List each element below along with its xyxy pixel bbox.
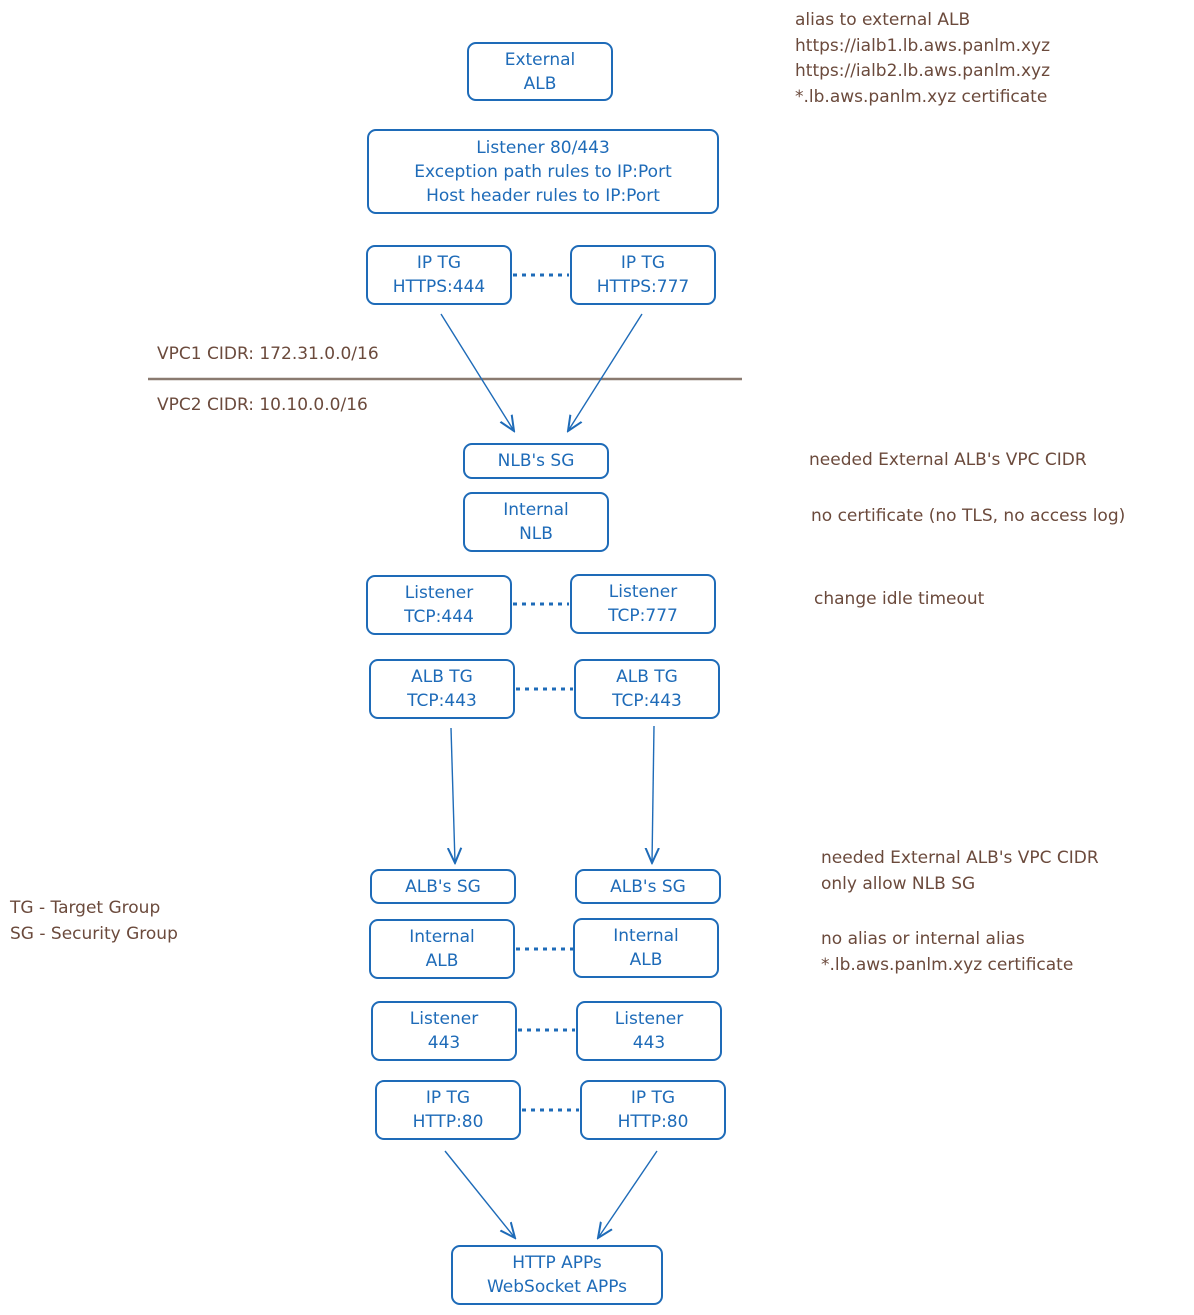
- note-line: *.lb.aws.panlm.xyz certificate: [795, 86, 1048, 107]
- apps-box: HTTP APPs WebSocket APPs: [451, 1245, 663, 1305]
- listener-443-left-box: Listener 443: [371, 1001, 517, 1061]
- box-line: NLB: [519, 524, 553, 544]
- box-line: TCP:443: [612, 691, 682, 711]
- box-line: Listener: [614, 1009, 684, 1029]
- note-line: https://ialb1.lb.aws.panlm.xyz: [795, 35, 1051, 56]
- arrow-left-to-alb-sg: [451, 727, 455, 863]
- box-line: ALB: [523, 73, 557, 94]
- note-line: needed External ALB's VPC CIDR: [821, 848, 1099, 868]
- external-alb-box: External ALB: [467, 42, 613, 101]
- alb-sg-note: needed External ALB's VPC CIDR only allo…: [821, 846, 1099, 897]
- box-line: WebSocket APPs: [486, 1277, 628, 1297]
- box-line: Listener 80/443: [476, 137, 610, 158]
- box-line: Listener: [409, 1009, 479, 1029]
- idle-timeout-note: change idle timeout: [814, 587, 984, 613]
- legend-note: TG - Target Group SG - Security Group: [10, 896, 178, 947]
- arrow-left-to-apps: [444, 1150, 515, 1238]
- box-line: 443: [632, 1033, 666, 1053]
- box-line: IP TG: [416, 253, 462, 273]
- listener-tcp-444-box: Listener TCP:444: [366, 575, 512, 635]
- note-line: only allow NLB SG: [821, 873, 976, 894]
- listener-80-443-box: Listener 80/443 Exception path rules to …: [367, 129, 719, 214]
- alb-tg-tcp-443-right-box: ALB TG TCP:443: [574, 659, 720, 719]
- alb-alias-note: no alias or internal alias *.lb.aws.panl…: [821, 927, 1073, 978]
- internal-nlb-box: Internal NLB: [463, 492, 609, 552]
- note-line: no alias or internal alias: [821, 929, 1025, 949]
- arrow-right-to-alb-sg: [652, 725, 654, 863]
- note-line: needed External ALB's VPC CIDR: [809, 450, 1087, 470]
- box-line: IP TG: [425, 1088, 471, 1108]
- box-line: TCP:444: [404, 607, 474, 627]
- box-line: IP TG: [620, 253, 666, 273]
- box-line: TCP:777: [608, 606, 678, 626]
- note-line: no certificate (no TLS, no access log): [811, 506, 1126, 526]
- note-line: VPC1 CIDR: 172.31.0.0/16: [157, 344, 379, 364]
- box-line: ALB's SG: [405, 876, 481, 897]
- nlb-sg-note: needed External ALB's VPC CIDR: [809, 448, 1087, 474]
- internal-alb-left-box: Internal ALB: [369, 919, 515, 979]
- ip-tg-http-80-right-box: IP TG HTTP:80: [580, 1080, 726, 1140]
- box-line: ALB's SG: [610, 876, 686, 897]
- box-line: HTTP:80: [412, 1112, 484, 1132]
- ip-tg-https-444-box: IP TG HTTPS:444: [366, 245, 512, 305]
- note-line: *.lb.aws.panlm.xyz certificate: [821, 954, 1074, 975]
- box-line: Exception path rules to IP:Port: [414, 161, 672, 182]
- box-line: External: [504, 49, 576, 70]
- box-line: Host header rules to IP:Port: [426, 185, 660, 206]
- box-line: ALB: [629, 950, 663, 970]
- box-line: NLB's SG: [497, 451, 575, 471]
- listener-tcp-777-box: Listener TCP:777: [570, 574, 716, 634]
- box-line: HTTP:80: [617, 1112, 689, 1132]
- arrow-left-to-nlb-sg: [440, 313, 514, 431]
- box-line: HTTPS:777: [596, 277, 690, 297]
- alb-sg-right-box: ALB's SG: [575, 869, 721, 904]
- box-line: Internal: [409, 927, 475, 947]
- internal-alb-right-box: Internal ALB: [573, 918, 719, 978]
- box-line: IP TG: [630, 1088, 676, 1108]
- box-line: Listener: [608, 582, 678, 602]
- box-line: Listener: [404, 583, 474, 603]
- ip-tg-https-777-box: IP TG HTTPS:777: [570, 245, 716, 305]
- box-line: Internal: [503, 500, 569, 520]
- box-line: 443: [427, 1033, 461, 1053]
- vpc1-cidr-label: VPC1 CIDR: 172.31.0.0/16: [157, 342, 379, 368]
- nlb-certificate-note: no certificate (no TLS, no access log): [811, 504, 1125, 530]
- box-line: HTTPS:444: [392, 277, 486, 297]
- listener-443-right-box: Listener 443: [576, 1001, 722, 1061]
- note-line: TG - Target Group: [10, 898, 161, 918]
- box-line: Internal: [613, 926, 679, 946]
- note-line: https://ialb2.lb.aws.panlm.xyz: [795, 61, 1051, 81]
- vpc2-cidr-label: VPC2 CIDR: 10.10.0.0/16: [157, 393, 368, 419]
- note-line: alias to external ALB: [795, 10, 971, 30]
- box-line: ALB: [425, 951, 459, 971]
- box-line: HTTP APPs: [512, 1253, 602, 1273]
- alb-sg-left-box: ALB's SG: [370, 869, 516, 904]
- box-line: ALB TG: [411, 667, 473, 687]
- box-line: ALB TG: [616, 667, 678, 687]
- arrow-right-to-nlb-sg: [568, 313, 643, 431]
- note-line: change idle timeout: [814, 589, 985, 609]
- nlb-sg-box: NLB's SG: [463, 443, 609, 479]
- external-alb-note: alias to external ALB https://ialb1.lb.a…: [795, 8, 1050, 110]
- note-line: SG - Security Group: [10, 923, 178, 944]
- box-line: TCP:443: [407, 691, 477, 711]
- arrow-right-to-apps: [598, 1150, 658, 1238]
- alb-tg-tcp-443-left-box: ALB TG TCP:443: [369, 659, 515, 719]
- note-line: VPC2 CIDR: 10.10.0.0/16: [157, 395, 368, 415]
- ip-tg-http-80-left-box: IP TG HTTP:80: [375, 1080, 521, 1140]
